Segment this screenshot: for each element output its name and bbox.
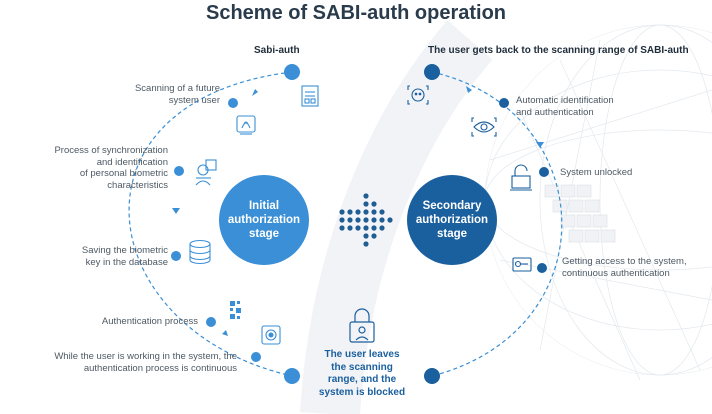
unlock-icon: [510, 164, 532, 191]
database-icon: [189, 239, 211, 265]
step-authentication: Authentication process: [102, 316, 198, 328]
user-lock-icon: [349, 308, 375, 343]
step-scanning: Scanning of a future system user: [135, 83, 220, 106]
network-globe-background: [484, 24, 712, 381]
step-synchronization: Process of synchronization and identific…: [54, 145, 168, 191]
leave-line2: the scanning: [331, 361, 393, 373]
step-sync-line4: characteristics: [107, 179, 168, 191]
key-card-icon: [512, 257, 532, 272]
secondary-stage-circle: [407, 175, 497, 265]
step-access-line1: Getting access to the system,: [562, 256, 687, 267]
initial-stage-label: Initial authorization stage: [219, 199, 309, 241]
initial-stage-line1: Initial: [248, 200, 280, 212]
right-nodes: [424, 64, 549, 384]
arc-arrowheads: [172, 86, 544, 336]
left-header: Sabi-auth: [254, 45, 300, 56]
step-unlocked-line1: System unlocked: [560, 167, 633, 178]
step-auth-line1: Authentication process: [101, 316, 198, 327]
face-scan-icon: [195, 159, 217, 186]
right-cycle-arc: [431, 71, 563, 377]
secondary-stage-line1: Secondary: [422, 200, 482, 212]
eye-scan-icon: [471, 117, 497, 137]
leave-line1: The user leaves: [324, 349, 400, 360]
secondary-stage-label: Secondary authorization stage: [407, 199, 497, 241]
step-access-line2: continuous authentication: [562, 267, 670, 279]
dotted-arrow-icon: [339, 193, 393, 247]
leave-line3: range, and the: [327, 374, 397, 385]
step-saving-key: Saving the biometric key in the database: [82, 245, 168, 268]
secondary-stage-line3: stage: [436, 228, 468, 240]
step-auto-identification: Automatic identification and authenticat…: [516, 95, 614, 118]
document-icon: [301, 85, 319, 107]
initial-stage-circle: [219, 175, 309, 265]
step-system-unlocked: System unlocked: [560, 167, 632, 179]
page-title: Scheme of SABI-auth operation: [205, 2, 507, 24]
step-continuous-line2: authentication process is continuous: [83, 362, 237, 374]
left-cycle-arc: [128, 71, 293, 377]
secondary-stage-line2: authorization: [415, 214, 489, 226]
step-sync-line2: and identification: [96, 156, 168, 168]
step-saving-line1: Saving the biometric: [81, 245, 168, 256]
step-continuous-line1: While the user is working in the system,…: [54, 351, 237, 362]
right-header: The user gets back to the scanning range…: [428, 45, 689, 56]
step-saving-line2: key in the database: [85, 256, 168, 268]
step-continuous: While the user is working in the system,…: [54, 351, 237, 374]
fingerprint-scan-icon: [236, 115, 256, 135]
face-id-icon: [407, 85, 429, 105]
step-scanning-line2: system user: [168, 94, 220, 106]
initial-stage-line2: authorization: [227, 214, 301, 226]
leave-line4: system is blocked: [318, 386, 406, 398]
step-sync-line1: Process of synchronization: [54, 145, 168, 156]
initial-stage-line3: stage: [248, 228, 280, 240]
step-getting-access: Getting access to the system, continuous…: [562, 256, 687, 279]
step-auto-line2: and authentication: [516, 106, 594, 118]
qr-code-icon: [230, 301, 241, 319]
user-leaves-message: The user leaves the scanning range, and …: [312, 349, 412, 399]
step-scanning-line1: Scanning of a future: [134, 83, 220, 94]
step-sync-line3: of personal biometric: [79, 168, 168, 179]
iris-icon: [261, 325, 281, 345]
step-auto-line1: Automatic identification: [516, 95, 614, 106]
left-nodes: [171, 64, 300, 384]
